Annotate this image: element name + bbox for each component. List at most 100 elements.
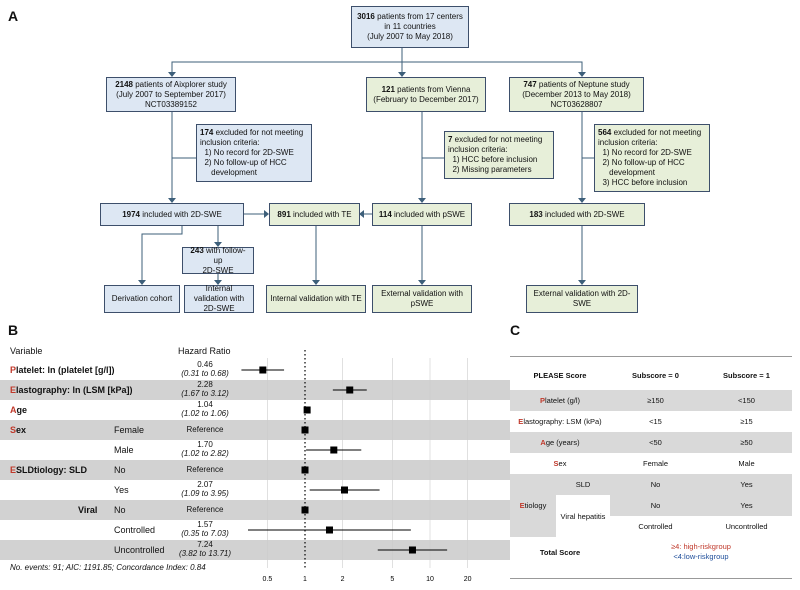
hr-point	[301, 426, 309, 434]
forest-row: Platelet: ln (platelet [g/l])0.46(0.31 t…	[0, 360, 510, 380]
hr-point	[301, 466, 309, 474]
hazard-ratio-value: 2.28(1.67 to 3.12)	[181, 380, 229, 398]
derivation-cohort-box: Derivation cohort	[104, 285, 180, 313]
hr-point	[301, 506, 309, 514]
total-row: Total Score ≥4: high-riskgroup <4:low-ri…	[510, 537, 792, 567]
hr-point	[325, 526, 333, 534]
forest-plot: Variable Hazard Ratio Platelet: ln (plat…	[0, 340, 510, 585]
sex-s1: Male	[738, 459, 755, 468]
subgroup-label: Uncontrolled	[114, 545, 165, 555]
x-tick-label: 5	[390, 576, 394, 583]
internal-validation-te-box: Internal validation with TE	[266, 285, 366, 313]
subscore-0-header: Subscore = 0	[632, 370, 679, 380]
variable-label: Platelet: ln (platelet [g/l])	[10, 365, 115, 375]
elasto-label: Elastography: LSM (kPa)	[518, 417, 602, 426]
hr-point	[408, 546, 416, 554]
x-tick-label: 10	[426, 576, 434, 583]
viral-s1-a: Yes	[701, 495, 792, 516]
please-score-table: PLEASE Score Subscore = 0 Subscore = 1 P…	[510, 360, 792, 567]
included-2dswe-box: 1974 included with 2D-SWE	[100, 203, 244, 226]
viral-label: Viral hepatitis	[556, 495, 610, 537]
elasto-s0: <15	[649, 417, 662, 426]
sex-s0: Female	[642, 459, 668, 468]
subgroup-label: Female	[114, 425, 145, 435]
viral-s0-a: No	[610, 495, 701, 516]
table-top-rule	[510, 356, 792, 357]
sld-label: SLD	[556, 474, 610, 495]
subgroup-label: Yes	[114, 485, 129, 495]
variable-label: Elastography: ln (LSM [kPa])	[10, 385, 133, 395]
hazard-ratio-value: Reference	[186, 465, 224, 474]
model-footer: No. events: 91; AIC: 1191.85; Concordanc…	[10, 563, 206, 572]
sex-row: Sex Female Male	[510, 453, 792, 474]
included-te-box: 891 included with TE	[269, 203, 360, 226]
viral-row-2: Controlled Uncontrolled	[510, 516, 792, 537]
total-patients-box: 3016 patients from 17 centers in 11 coun…	[351, 6, 469, 48]
subscore-1-header: Subscore = 1	[723, 370, 770, 380]
age-label: Age (years)	[510, 432, 610, 453]
hazard-ratio-value: 7.24(3.82 to 13.71)	[178, 540, 232, 558]
viral-row-1: Viral hepatitis No Yes	[510, 495, 792, 537]
external-validation-pswe-box: External validation with pSWE	[372, 285, 472, 313]
sld-s0: No	[610, 474, 701, 495]
hazard-ratio-value: Reference	[186, 505, 224, 514]
external-validation-2dswe-box: External validation with 2D-SWE	[526, 285, 638, 313]
total-score-label: Total Score	[539, 547, 581, 557]
hazard-ratio-value: 2.07(1.09 to 3.95)	[181, 480, 229, 498]
x-tick-label: 20	[464, 576, 472, 583]
flow-connectors	[138, 48, 594, 285]
forest-row: Male 1.70(1.02 to 2.82)	[0, 440, 510, 460]
hazard-ratio-value: 1.70(1.02 to 2.82)	[181, 440, 229, 458]
variable-label: Viral	[78, 505, 98, 515]
hazard-ratio-value: Reference	[186, 425, 224, 434]
hazard-ratio-header: Hazard Ratio	[178, 346, 231, 356]
forest-row: Viral No Reference	[0, 500, 510, 520]
viral-s1-b: Uncontrolled	[725, 522, 768, 531]
platelet-label: Platelet (g/l)	[510, 390, 610, 411]
forest-row: Controlled 1.57(0.35 to 7.03)	[0, 520, 510, 540]
exclusion-box-vienna: 7 excluded for not meeting inclusion cri…	[444, 131, 554, 179]
high-risk-label: ≥4: high-riskgroup	[671, 542, 731, 551]
aixplorer-box: 2148 patients of Aixplorer study(July 20…	[106, 77, 236, 112]
viral-s0-b: Controlled	[638, 522, 673, 531]
x-tick-label: 2	[341, 576, 345, 583]
panel-label-c: C	[510, 322, 521, 338]
subgroup-label: Controlled	[114, 525, 156, 535]
platelet-s1: <150	[701, 390, 792, 411]
table-header-row: PLEASE Score Subscore = 0 Subscore = 1	[510, 360, 792, 390]
hazard-ratio-value: 1.57(0.35 to 7.03)	[181, 520, 229, 538]
internal-validation-2dswe-box: Internal validation with 2D-SWE	[184, 284, 254, 313]
included-neptune-box: 183 included with 2D-SWE	[509, 203, 645, 226]
hazard-ratio-value: 1.04(1.02 to 1.06)	[181, 400, 229, 418]
vienna-box: 121 patients from Vienna(February to Dec…	[366, 77, 486, 112]
forest-row: Yes 2.07(1.09 to 3.95)	[0, 480, 510, 500]
panel-label-b: B	[8, 322, 19, 338]
included-pswe-box: 114 included with pSWE	[372, 203, 472, 226]
hr-point	[346, 386, 354, 394]
sld-s1: Yes	[701, 474, 792, 495]
subgroup-label: No	[114, 505, 126, 515]
variable-header: Variable	[10, 346, 43, 356]
forest-row: Sex Female Reference	[0, 420, 510, 440]
etiology-sld-row: Etiology SLD No Yes	[510, 474, 792, 537]
sex-label: Sex	[553, 459, 567, 468]
platelet-row: Platelet (g/l) ≥150 <150	[510, 390, 792, 411]
exclusion-box-aixplorer: 174 excluded for not meeting inclusion c…	[196, 124, 312, 182]
risk-groups: ≥4: high-riskgroup <4:low-riskgroup	[610, 537, 792, 567]
subgroup-label: No	[114, 465, 126, 475]
etiology-label: Etiology	[510, 474, 556, 537]
exclusion-box-neptune: 564 excluded for not meeting inclusion c…	[594, 124, 710, 192]
age-s0: <50	[610, 432, 701, 453]
neptune-box: 747 patients of Neptune study(December 2…	[509, 77, 644, 112]
hr-point	[303, 406, 311, 414]
subgroup-label: Male	[114, 445, 134, 455]
platelet-s0: ≥150	[610, 390, 701, 411]
x-tick-label: 0.5	[263, 576, 273, 583]
elasto-s1: ≥15	[740, 417, 753, 426]
elasto-row: Elastography: LSM (kPa) <15 ≥15	[510, 411, 792, 432]
variable-label: Sex	[10, 425, 27, 435]
